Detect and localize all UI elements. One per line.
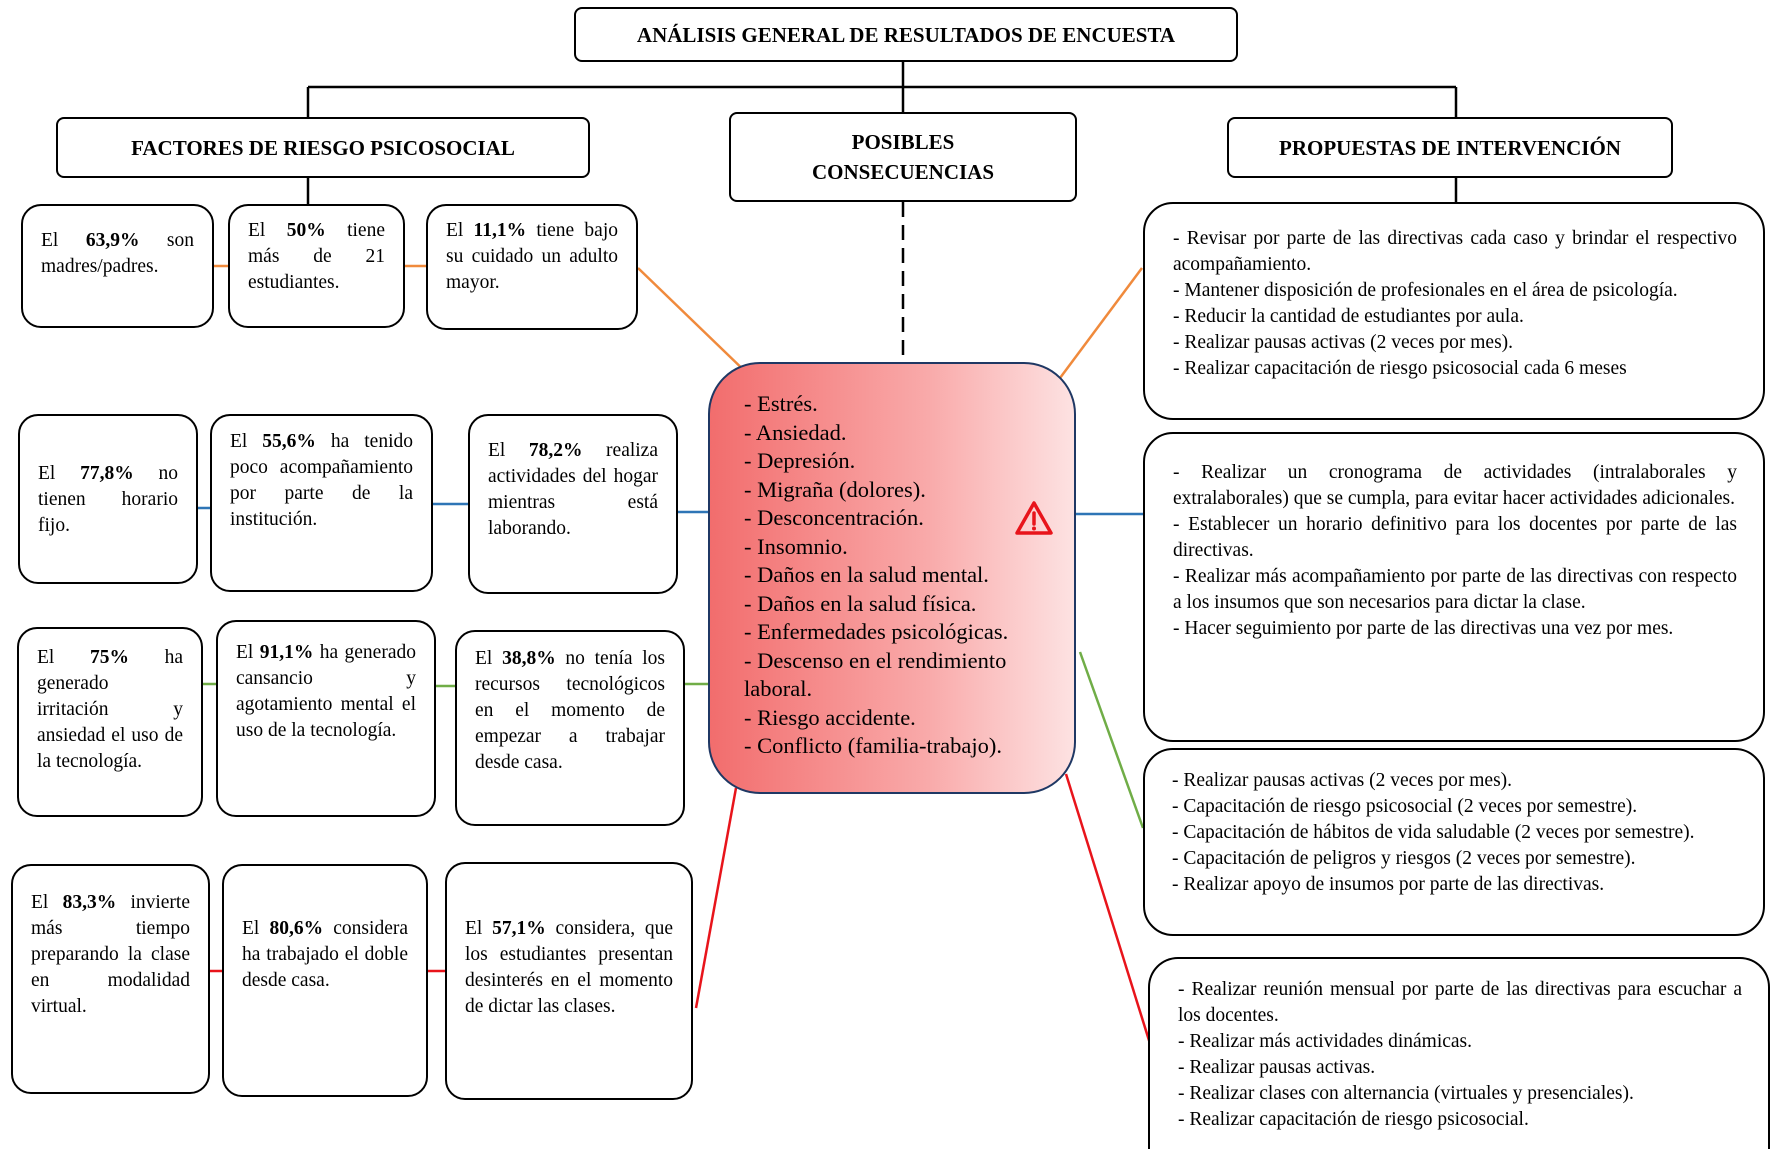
factor-box: El 91,1% ha generado cansancio y agotami… xyxy=(216,620,436,817)
header-factores: FACTORES DE RIESGO PSICOSOCIAL xyxy=(56,117,590,178)
proposal-item: - Revisar por parte de las directivas ca… xyxy=(1173,228,1737,275)
header-propuestas: PROPUESTAS DE INTERVENCIÓN xyxy=(1227,117,1673,178)
consequence-item: - Conflicto (familia-trabajo). xyxy=(744,733,1003,758)
proposal-box: - Realizar pausas activas (2 veces por m… xyxy=(1143,748,1765,936)
consequence-item: - Migraña (dolores). xyxy=(744,476,926,502)
factor-box: El 63,9% son madres/padres. xyxy=(21,204,214,328)
factor-box: El 55,6% ha tenido poco acompañamiento p… xyxy=(210,414,433,592)
header-consecuencias-label: POSIBLES CONSECUENCIAS xyxy=(811,130,995,184)
consequence-item: - Desconcentración. xyxy=(744,505,924,530)
factor-box: El 50% tiene más de 21 estudiantes. xyxy=(228,204,405,328)
consequence-item: - Insomnio. xyxy=(744,533,848,559)
proposal-item: - Reducir la cantidad de estudiantes por… xyxy=(1173,306,1524,327)
main-title: ANÁLISIS GENERAL DE RESULTADOS DE ENCUES… xyxy=(574,7,1238,62)
proposal-item: - Realizar más acompañamiento por parte … xyxy=(1173,566,1737,613)
factor-percent: 80,6% xyxy=(269,918,324,939)
proposal-item: - Realizar apoyo de insumos por parte de… xyxy=(1172,874,1605,895)
factor-percent: 63,9% xyxy=(85,230,140,251)
factor-percent: 38,8% xyxy=(502,648,556,669)
proposal-item: - Realizar pausas activas (2 veces por m… xyxy=(1173,332,1514,353)
proposal-box: - Realizar un cronograma de actividades … xyxy=(1143,432,1765,742)
factor-box: El 83,3% invierte más tiempo preparando … xyxy=(11,864,210,1094)
factor-percent: 11,1% xyxy=(473,220,527,241)
factor-percent: 91,1% xyxy=(259,642,314,663)
proposal-item: - Realizar reunión mensual por parte de … xyxy=(1178,979,1742,1026)
factor-box: El 11,1% tiene bajo su cuidado un adulto… xyxy=(426,204,638,330)
proposal-box: - Revisar por parte de las directivas ca… xyxy=(1143,202,1765,420)
proposal-item: - Mantener disposición de profesionales … xyxy=(1173,280,1678,301)
consequence-item: - Ansiedad. xyxy=(744,419,847,445)
factor-box: El 78,2% realiza actividades del hogar m… xyxy=(468,414,678,594)
consequence-item: - Daños en la salud mental. xyxy=(744,562,989,587)
proposal-box: - Realizar reunión mensual por parte de … xyxy=(1148,957,1770,1149)
factor-box: El 38,8% no tenía los recursos tecnológi… xyxy=(455,630,685,826)
factor-percent: 57,1% xyxy=(492,918,546,939)
consequence-item: - Estrés. xyxy=(744,391,818,416)
factor-percent: 77,8% xyxy=(80,463,134,484)
proposal-item: - Realizar pausas activas. xyxy=(1178,1057,1376,1078)
factor-percent: 83,3% xyxy=(62,892,117,913)
consequence-item: - Descenso en el rendimiento laboral. xyxy=(744,647,1007,702)
proposal-item: - Realizar un cronograma de actividades … xyxy=(1173,462,1737,509)
consequence-item: - Depresión. xyxy=(744,448,856,473)
proposal-item: - Establecer un horario definitivo para … xyxy=(1173,514,1737,561)
consequence-item: - Enfermedades psicológicas. xyxy=(744,619,1009,644)
proposal-item: - Realizar pausas activas (2 veces por m… xyxy=(1172,770,1513,791)
header-consecuencias: POSIBLES CONSECUENCIAS xyxy=(729,112,1077,202)
factor-percent: 78,2% xyxy=(528,440,583,461)
factor-box: El 75% ha generado irritación y ansiedad… xyxy=(17,627,203,817)
proposal-item: - Realizar capacitación de riesgo psicos… xyxy=(1178,1109,1529,1130)
proposal-item: - Realizar clases con alternancia (virtu… xyxy=(1178,1083,1634,1104)
factor-box: El 77,8% no tienen horario fijo. xyxy=(18,414,198,584)
factor-percent: 55,6% xyxy=(262,431,316,452)
warning-triangle-icon xyxy=(1015,501,1053,535)
proposal-item: - Capacitación de riesgo psicosocial (2 … xyxy=(1172,796,1638,817)
proposal-item: - Realizar más actividades dinámicas. xyxy=(1178,1031,1473,1052)
proposal-item: - Hacer seguimiento por parte de las dir… xyxy=(1173,618,1674,639)
factor-box: El 57,1% considera, que los estudiantes … xyxy=(445,862,693,1100)
proposal-item: - Realizar capacitación de riesgo psicos… xyxy=(1173,358,1627,379)
proposal-item: - Capacitación de peligros y riesgos (2 … xyxy=(1172,848,1636,869)
proposal-item: - Capacitación de hábitos de vida saluda… xyxy=(1172,822,1695,843)
factor-percent: 50% xyxy=(286,220,326,241)
consequences-box: - Estrés. - Ansiedad. - Depresión. - Mig… xyxy=(708,362,1076,794)
consequence-item: - Daños en la salud física. xyxy=(744,590,977,616)
factor-box: El 80,6% considera ha trabajado el doble… xyxy=(222,864,428,1097)
factor-percent: 75% xyxy=(89,647,129,668)
consequence-item: - Riesgo accidente. xyxy=(744,704,916,730)
